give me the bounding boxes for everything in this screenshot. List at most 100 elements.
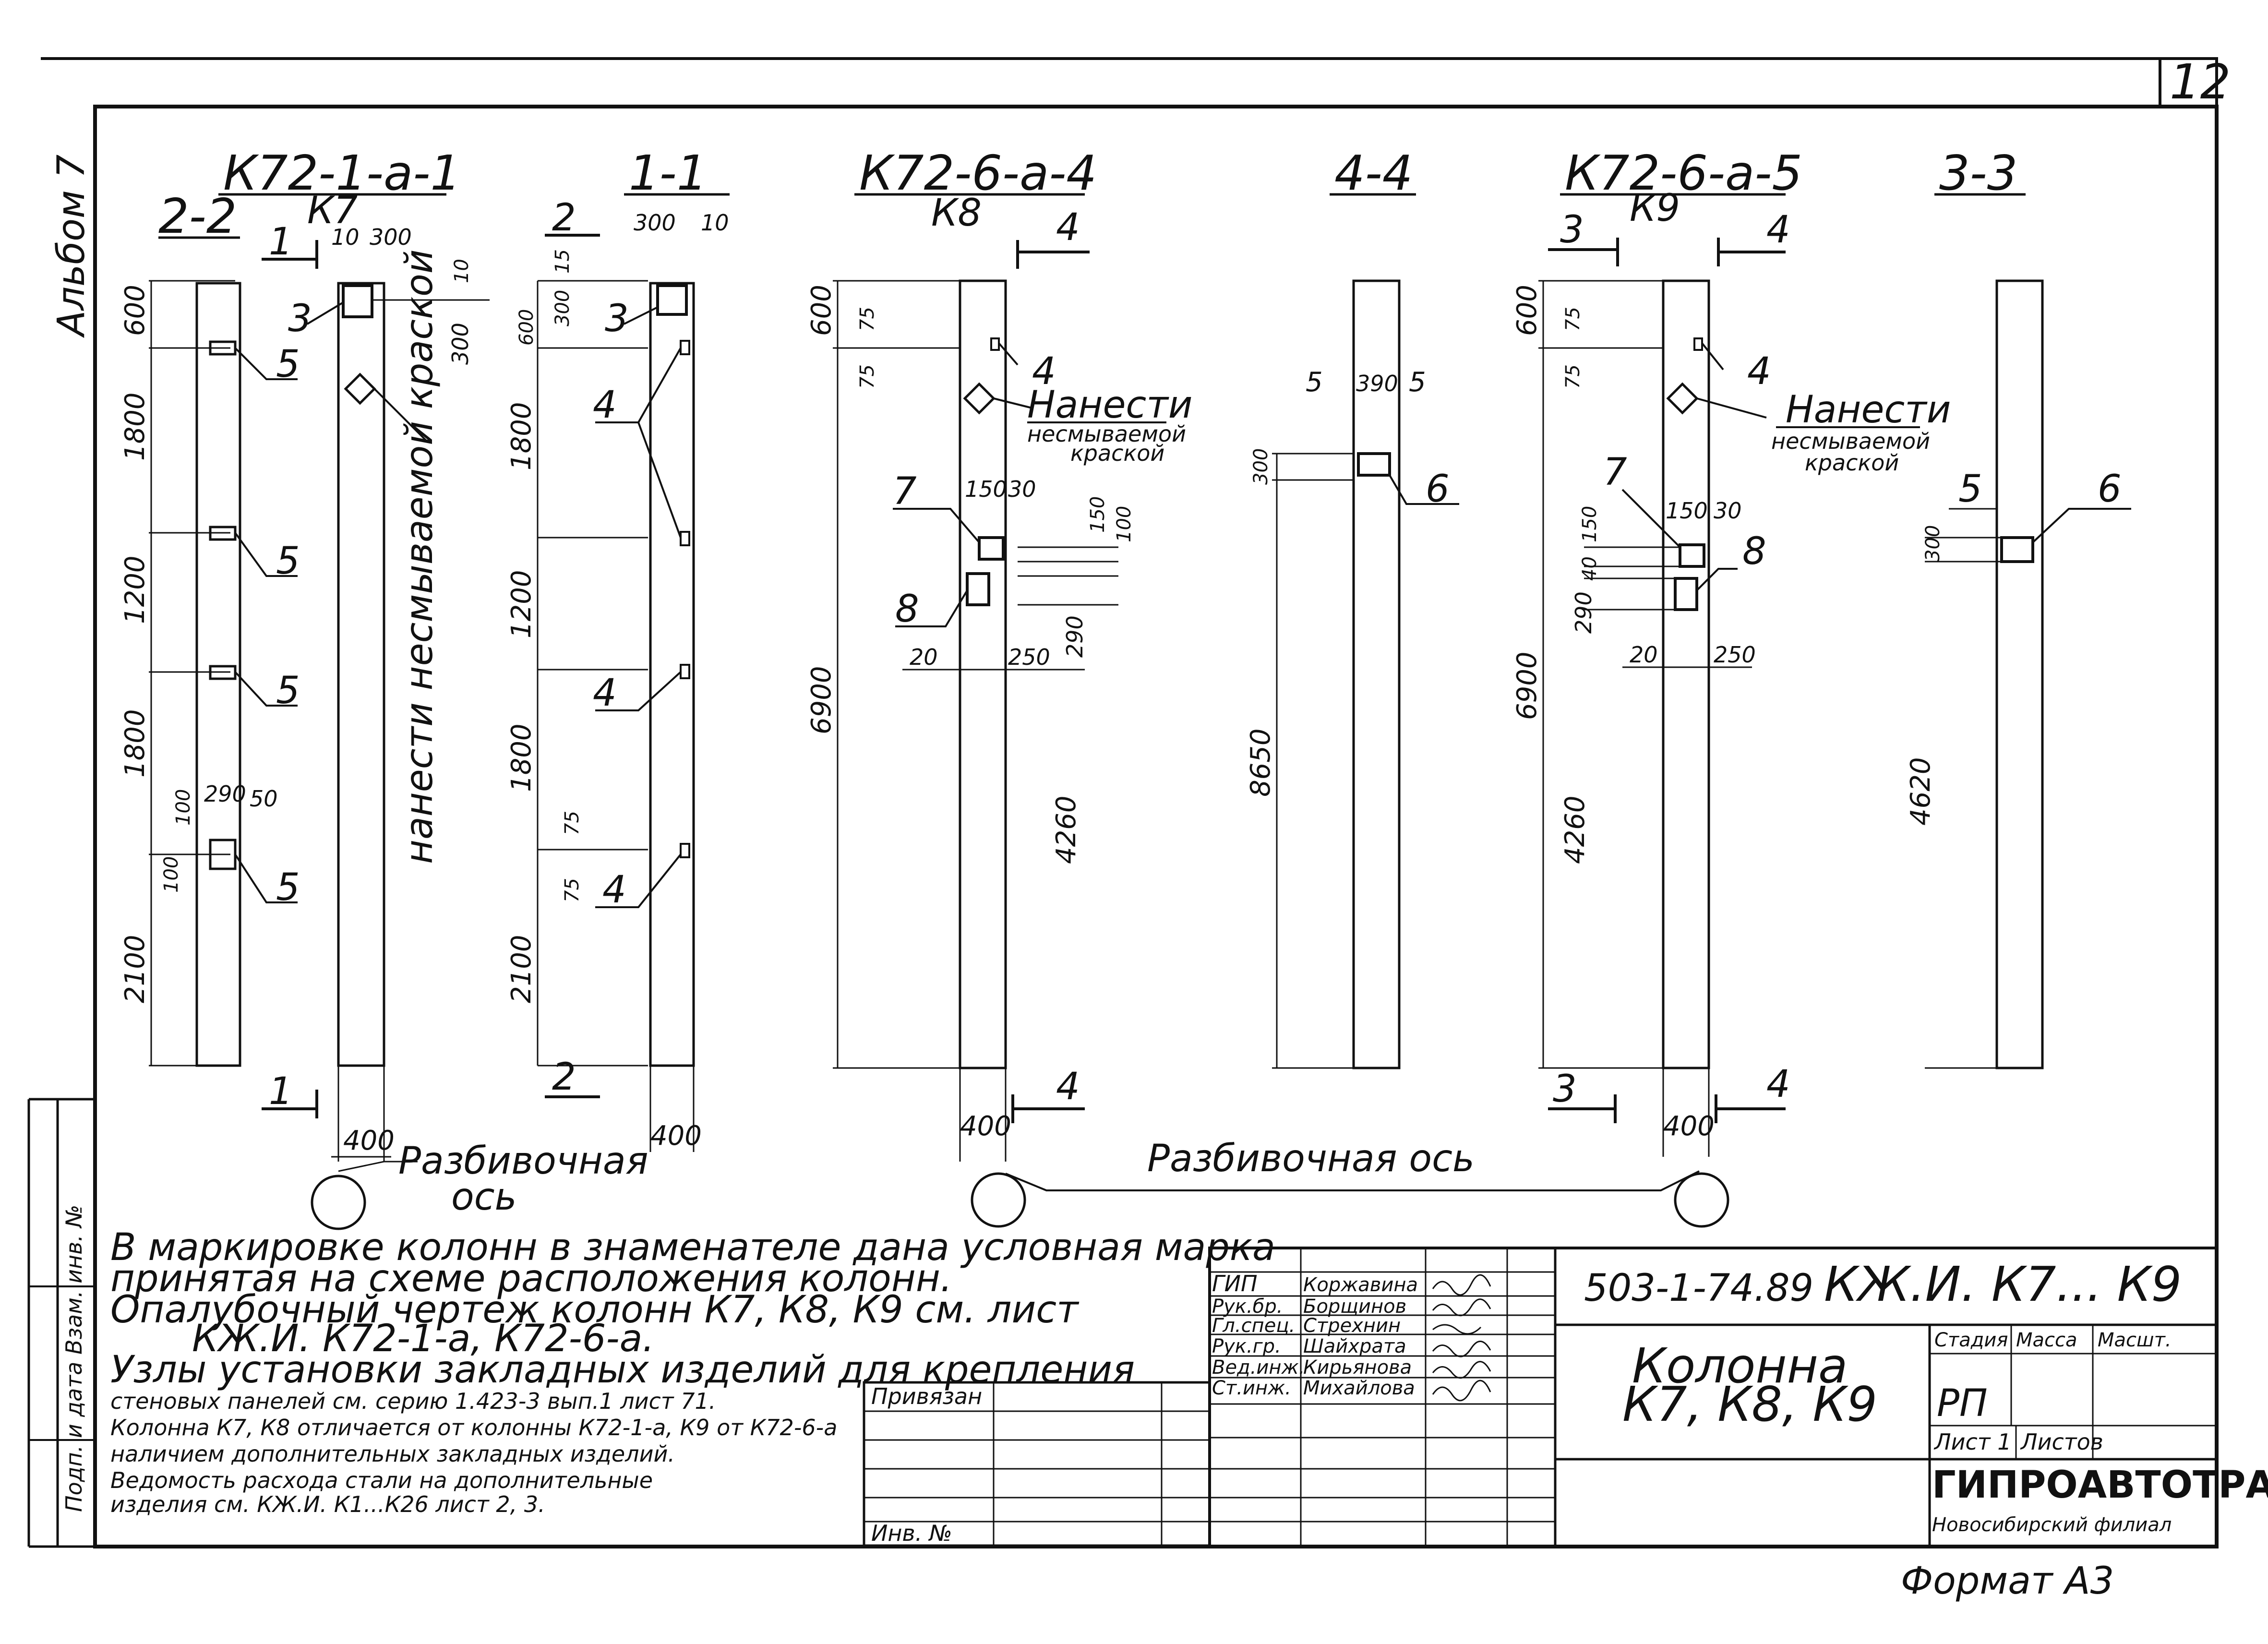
doc-designation: КЖ.И. К7... К9	[1824, 1256, 2182, 1312]
s33-dim-300: 300	[1922, 525, 1944, 562]
s44-column	[1352, 279, 1401, 1069]
role-ved-inzh: Вед.инж.	[1212, 1356, 1305, 1379]
doc-code: 503-1-74.89	[1584, 1267, 1813, 1310]
k8-cut-top: 4	[1056, 206, 1080, 249]
binding-block: Привязан Инв. №	[863, 1381, 1211, 1547]
note-line-7: Колонна К7, К8 отличается от колонны К72…	[110, 1415, 837, 1440]
name-4: Шайхрата	[1303, 1335, 1406, 1357]
s11-dim-10: 10	[701, 210, 729, 236]
note-line-3: Опалубочный чертеж колонн К7, К8, К9 см.…	[110, 1288, 1080, 1332]
k9-cut-top-right: 4	[1766, 208, 1790, 252]
role-gip: ГИП	[1212, 1271, 1258, 1296]
s11-dim-75b: 75	[561, 878, 583, 902]
sheet-label: Лист 1	[1933, 1429, 2011, 1455]
k8-cut-bottom: 4	[1056, 1065, 1080, 1108]
k9-dim-4260: 4260	[1560, 795, 1591, 864]
sheet-number: 12	[2170, 54, 2231, 110]
k9-dim-250: 250	[1714, 642, 1756, 668]
k8-dim-250: 250	[1008, 644, 1050, 670]
s11-dim-1200: 1200	[506, 570, 537, 638]
s11-dim-75a: 75	[561, 811, 583, 835]
axis-line	[1005, 1170, 1700, 1191]
s11-callout-3: 3	[605, 297, 629, 340]
k9-dim-6900: 6900	[1512, 651, 1543, 720]
s44-callout-6: 6	[1426, 468, 1450, 511]
s11-callout-4c: 4	[602, 868, 626, 912]
k7-dim-2100: 2100	[120, 935, 151, 1003]
k9-callout-4: 4	[1747, 350, 1771, 393]
signature-3	[1432, 1324, 1482, 1335]
k7-dim-100b: 100	[160, 856, 182, 893]
s11-dim-400: 400	[650, 1120, 702, 1152]
s33-dim-4620: 4620	[1905, 757, 1936, 826]
s33-column	[1995, 279, 2044, 1069]
k9-dim-400: 400	[1663, 1111, 1715, 1142]
k7-dim-1800b: 1800	[120, 709, 151, 778]
k7-dim-1800: 1800	[120, 392, 151, 461]
drawing-section-3-3: 3-3 5 300 4620 6	[1905, 145, 2131, 1069]
k9-dim-75b: 75	[1562, 364, 1584, 389]
k8-note-2: несмываемой	[1027, 421, 1186, 447]
k7-section-2-2: 2-2	[158, 188, 237, 244]
signature-6	[1432, 1380, 1491, 1402]
drawing-k8: К72-6-а-4 К8 4 4 4 Нанести несмываемой к…	[806, 145, 1192, 1228]
k7-dim-400: 400	[343, 1125, 395, 1156]
s33-callout-6: 6	[2098, 468, 2122, 511]
side-stamp: Подп. и дата Взам. инв. №	[61, 1205, 87, 1512]
s11-dim-600: 600	[516, 309, 538, 346]
axis-bubble-3	[1674, 1172, 1729, 1228]
k9-mark: К9	[1630, 187, 1680, 230]
k7-dim-300r: 300	[447, 323, 473, 365]
org-name: ГИПРОАВТОТРАНС	[1932, 1464, 2268, 1507]
note-line-9: Ведомость расхода стали на дополнительны…	[110, 1467, 653, 1493]
k7-callout-5a: 5	[276, 343, 300, 386]
col-scale: Масшт.	[2098, 1329, 2172, 1351]
k9-note-2: несмываемой	[1771, 428, 1930, 454]
note-line-4: КЖ.И. К72-1-а, К72-6-а.	[192, 1317, 654, 1360]
name-5: Кирьянова	[1303, 1356, 1412, 1379]
k8-callout-4: 4	[1032, 350, 1056, 393]
signature-1	[1432, 1274, 1491, 1296]
name-6: Михайлова	[1303, 1377, 1415, 1399]
album-label: Альбом 7	[50, 155, 93, 338]
k9-cut-top-left: 3	[1560, 208, 1584, 252]
k8-dim-30: 30	[1008, 476, 1036, 502]
role-gl-spec: Гл.спец.	[1212, 1315, 1295, 1337]
k8-note-1: Нанести	[1027, 384, 1192, 427]
k9-dim-290: 290	[1571, 591, 1596, 634]
s33-title: 3-3	[1939, 145, 2017, 201]
drawing-section-1-1: 1-1 2 2 300 10 15 300 600 3 1800 1200 18…	[506, 145, 730, 1152]
s11-cut-bottom: 2	[552, 1056, 576, 1099]
k8-callout-7: 7	[893, 470, 917, 513]
k8-dim-4260: 4260	[1051, 795, 1082, 864]
k8-dim-6900: 6900	[806, 666, 837, 734]
s11-column	[649, 282, 695, 1067]
k8-dim-20: 20	[910, 644, 938, 670]
s11-dim-1800: 1800	[506, 402, 537, 470]
s11-callout-4a: 4	[593, 384, 617, 427]
k8-dim-75b: 75	[856, 364, 878, 389]
k9-cut-bottom-left: 3	[1553, 1068, 1577, 1111]
drawing-k9: К72-6-а-5 К9 3 4 3 4 4 Нанести несмываем…	[1512, 145, 1951, 1228]
k7-callout-5d: 5	[276, 866, 300, 909]
drawing-section-4-4: 4-4 5 390 5 300 8650 6	[1245, 145, 1459, 1069]
k9-dim-75a: 75	[1562, 307, 1584, 331]
name-2: Борщинов	[1303, 1296, 1406, 1318]
k9-note-1: Нанести	[1786, 388, 1951, 432]
note-line-1: В маркировке колонн в знаменателе дана у…	[110, 1226, 1275, 1269]
signature-5	[1432, 1361, 1491, 1379]
k9-dim-30: 30	[1714, 498, 1742, 524]
axis-label-left-2: ось	[451, 1176, 517, 1219]
k8-dim-150v: 150	[1087, 496, 1109, 533]
k8-title: К72-6-а-4	[859, 145, 1097, 201]
drawing-k7: К72-1-а-1 К7 2-2 1 1 600 1800 1200 1800 …	[120, 145, 648, 1230]
sheet-number-box	[2159, 57, 2218, 108]
k9-dim-600: 600	[1512, 285, 1543, 336]
note-line-10: изделия см. КЖ.И. К1...К26 лист 2, 3.	[110, 1491, 545, 1517]
k7-callout-3: 3	[288, 297, 312, 340]
k9-note-3: краской	[1805, 450, 1899, 476]
k7-cut-bottom: 1	[269, 1070, 293, 1113]
k8-dim-75a: 75	[856, 307, 878, 331]
inventory-label: Инв. №	[871, 1520, 952, 1546]
